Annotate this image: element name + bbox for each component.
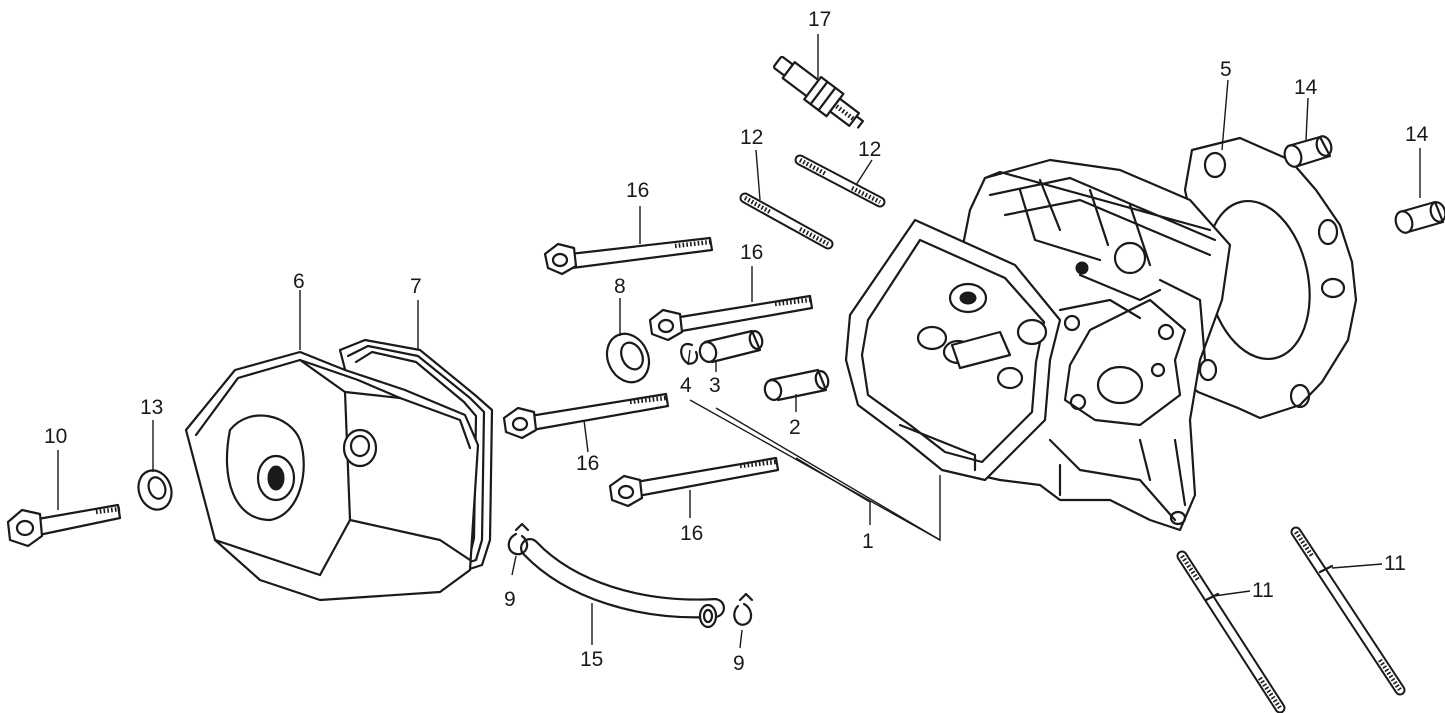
long-stud-right [1290, 526, 1406, 696]
callout-16-bottom: 16 [680, 522, 703, 545]
callout-8: 8 [614, 275, 626, 298]
dowel-pin-right [1394, 200, 1445, 234]
tube-clip-right [733, 592, 754, 626]
flange-bolt-middle [648, 294, 814, 342]
head-cover [184, 350, 480, 602]
callout-12-right: 12 [858, 138, 881, 161]
spark-plug [772, 55, 865, 129]
callout-16-lower: 16 [576, 452, 599, 475]
long-stud-left [1176, 550, 1286, 713]
callout-14-right: 14 [1405, 123, 1429, 146]
callout-6: 6 [293, 270, 305, 293]
cylinder-head [844, 158, 1232, 532]
callout-2: 2 [789, 416, 801, 439]
callout-9-left: 9 [504, 588, 516, 611]
tube-clip-left [507, 522, 530, 556]
callout-5: 5 [1220, 58, 1232, 81]
callout-1: 1 [862, 530, 874, 553]
callouts: 17 12 12 16 16 8 4 3 2 16 16 1 6 7 13 10… [44, 8, 1429, 675]
dowel-sleeve [698, 329, 764, 364]
dowel-pin-left [1283, 135, 1333, 168]
callout-17: 17 [808, 8, 831, 31]
callout-16-middle: 16 [740, 241, 763, 264]
flange-bolt-top [543, 236, 714, 276]
callout-14-left: 14 [1294, 76, 1318, 99]
callout-10: 10 [44, 425, 67, 448]
callout-7: 7 [410, 275, 422, 298]
callout-13: 13 [140, 396, 163, 419]
breather-tube [520, 538, 725, 629]
callout-15: 15 [580, 648, 603, 671]
callout-9-right: 9 [733, 652, 745, 675]
guide-pipe [763, 368, 830, 402]
flange-bolt-bottom [608, 456, 780, 508]
callout-3: 3 [709, 374, 721, 397]
stud-bolt-upper [794, 154, 886, 208]
flange-bolt-lower [502, 392, 670, 440]
callout-11-right: 11 [1384, 552, 1406, 575]
stud-bolt-lower [739, 192, 834, 250]
clip-ring [680, 342, 699, 365]
rubber-washer [137, 469, 173, 511]
callout-4: 4 [680, 374, 692, 397]
callout-16-top: 16 [626, 179, 649, 202]
cover-bolt [6, 503, 122, 548]
leader-lines [57, 34, 1421, 649]
callout-11-left: 11 [1252, 579, 1274, 602]
callout-12-left: 12 [740, 126, 763, 149]
seal-washer [605, 332, 651, 384]
